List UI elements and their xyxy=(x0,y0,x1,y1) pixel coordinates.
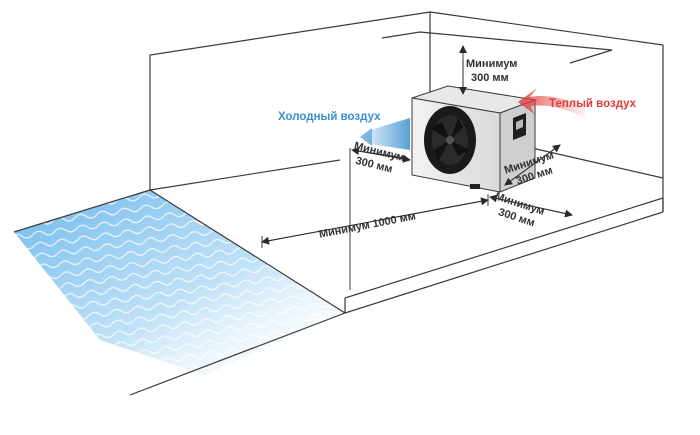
min-pool-distance-label: Минимум 1000 мм xyxy=(318,210,417,241)
heat-pump-unit xyxy=(411,85,537,193)
min-top-label-line2: 300 мм xyxy=(471,72,509,84)
pool-edge-line-lower xyxy=(129,312,346,396)
cold-air-label: Холодный воздух xyxy=(278,111,381,123)
min-top-label-line1: Минимум xyxy=(466,58,517,70)
pool-water xyxy=(14,190,345,375)
pool-edge-line xyxy=(13,189,151,233)
cold-air-arrow xyxy=(360,118,410,150)
room-walls xyxy=(149,11,664,314)
dimension-lines xyxy=(261,45,573,290)
warm-air-arrow xyxy=(518,88,585,118)
warm-air-label: Теплый воздух xyxy=(549,98,637,110)
